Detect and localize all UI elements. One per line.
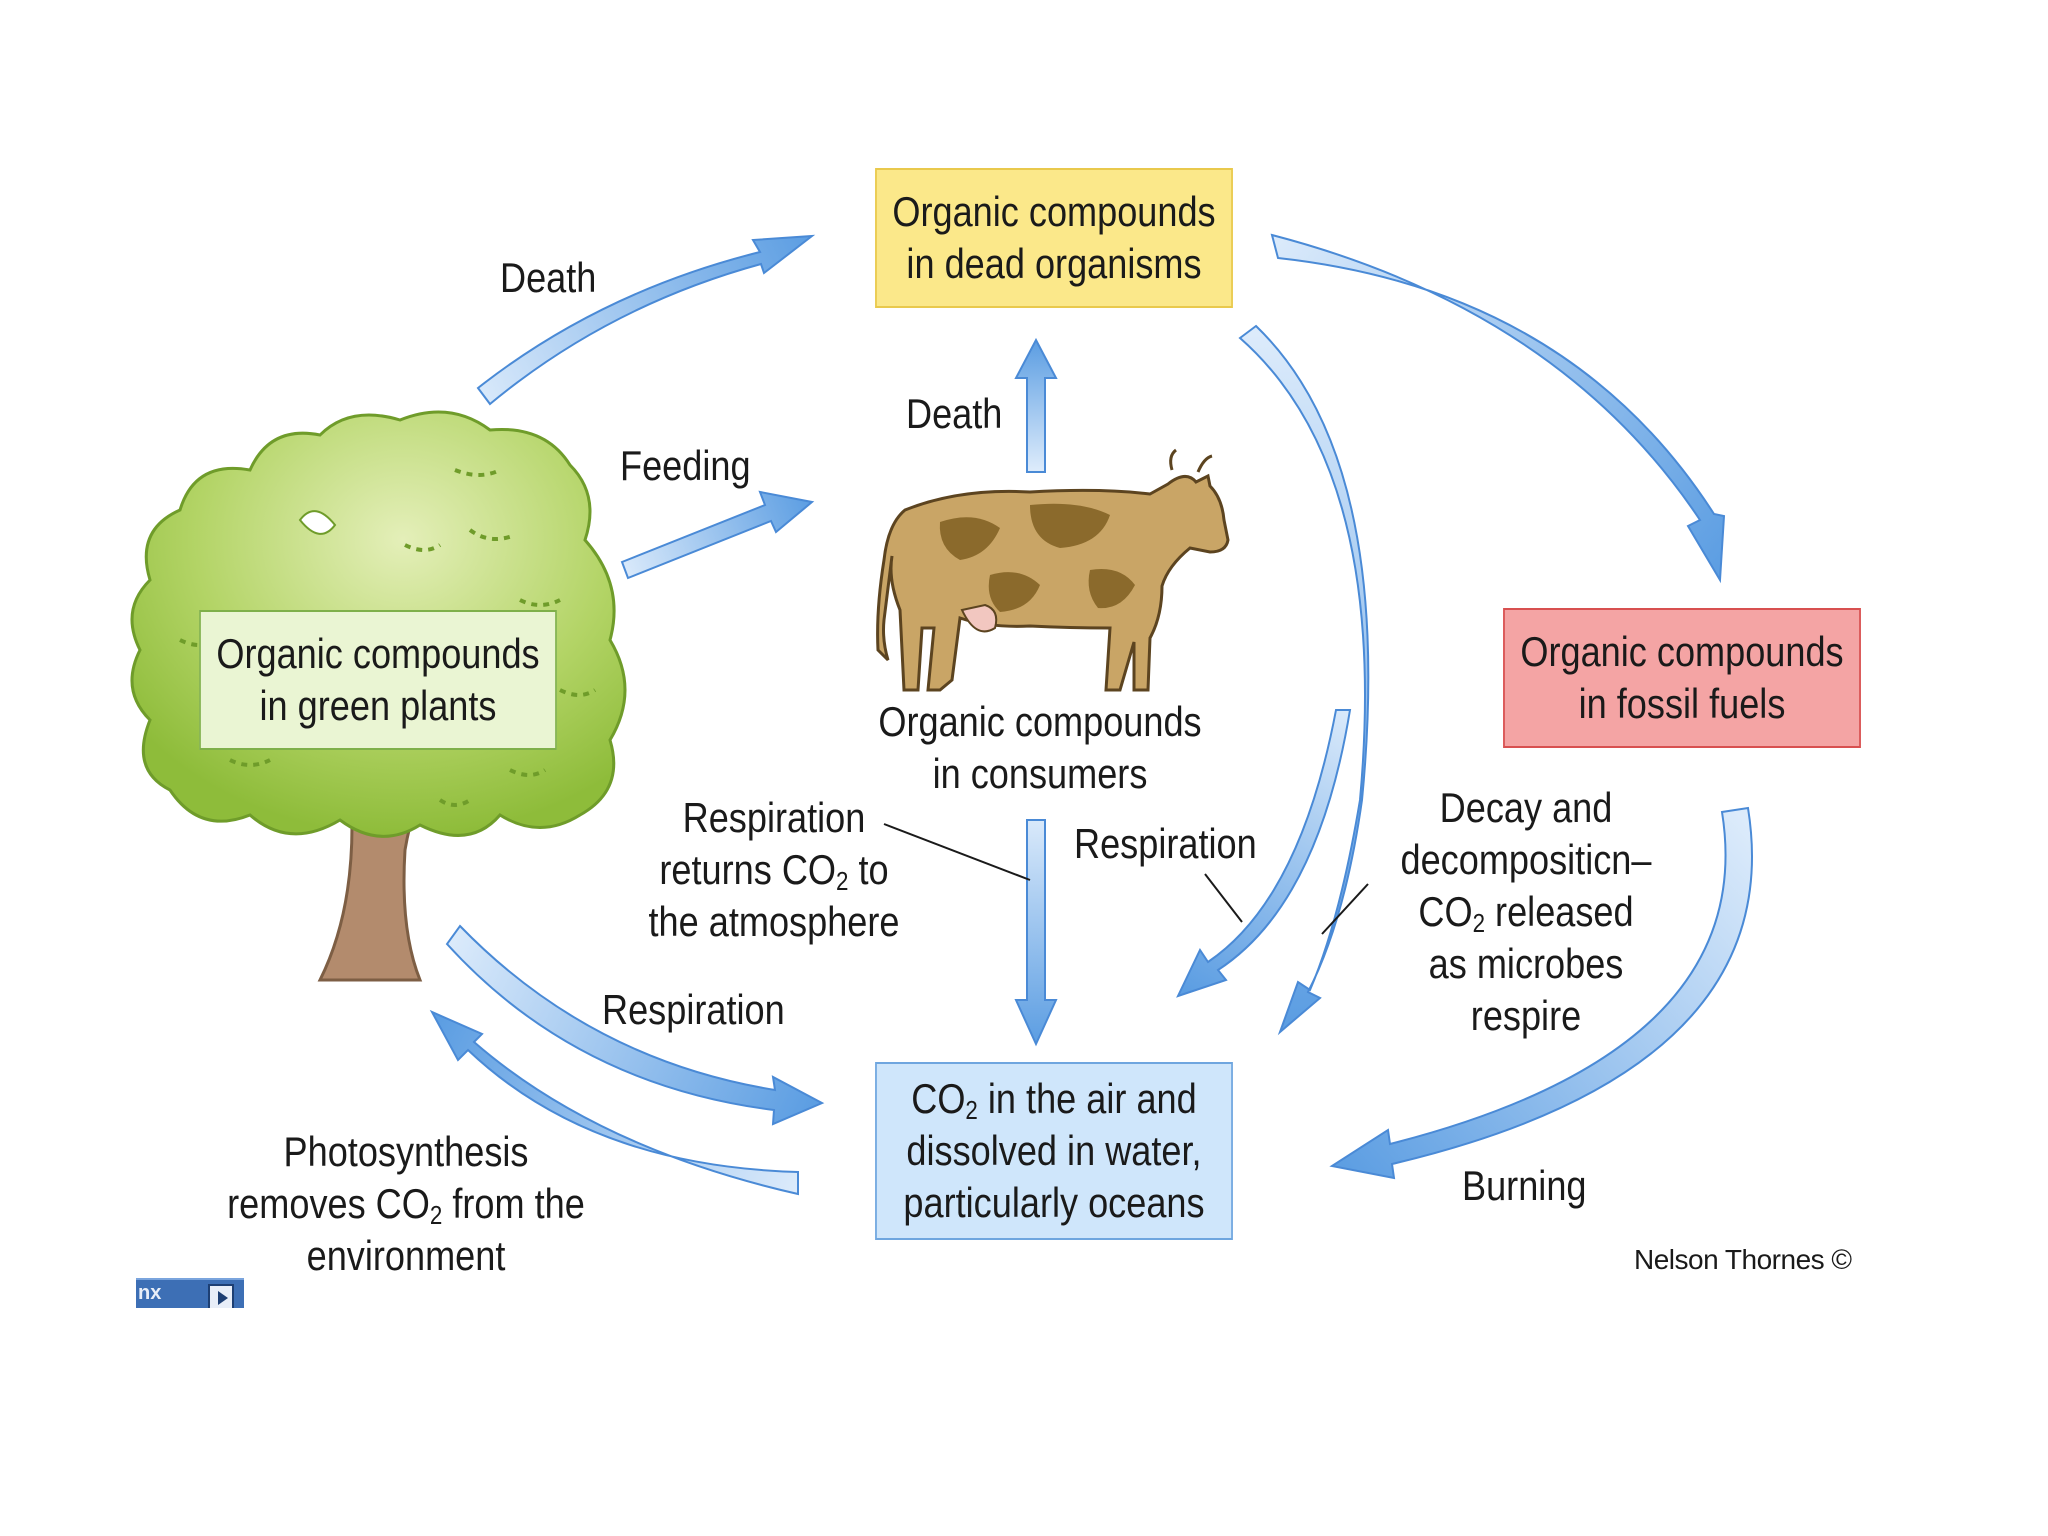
cow-illustration: [876, 448, 1230, 692]
node-co2-line2: dissolved in water,: [906, 1127, 1202, 1174]
label-death-consumers: Death: [906, 390, 1003, 437]
death-consumers-arrow: [1014, 337, 1058, 473]
label-decay: Decay and decompositicn– CO2 released as…: [1400, 784, 1652, 1039]
node-co2-line1: CO2 in the air and: [911, 1075, 1197, 1125]
node-co2-line3: particularly oceans: [903, 1179, 1205, 1226]
node-fossil-fuels-line1: Organic compounds: [1520, 628, 1844, 675]
play-icon[interactable]: [208, 1284, 234, 1308]
decay-arrow: [1238, 324, 1370, 1036]
node-dead-organisms: Organic compounds in dead organisms: [875, 168, 1233, 308]
node-fossil-fuels-line2: in fossil fuels: [1578, 680, 1786, 727]
label-death-plants: Death: [500, 254, 597, 301]
label-photosynthesis: Photosynthesis removes CO2 from the envi…: [227, 1128, 585, 1279]
respiration-plants-arrow: [445, 924, 825, 1126]
respiration-note-leader: [883, 823, 1031, 881]
label-respiration-consumers: Respiration: [1074, 820, 1257, 867]
node-consumers-line1: Organic compounds: [878, 698, 1202, 745]
label-burning: Burning: [1462, 1162, 1587, 1209]
burning-arrow: [1329, 806, 1753, 1180]
node-green-plants-line1: Organic compounds: [216, 630, 540, 677]
node-dead-organisms-line2: in dead organisms: [906, 240, 1202, 287]
respiration-consumers-arrow: [1176, 709, 1352, 998]
death-plants-arrow: [476, 234, 816, 406]
respiration-consumers-leader: [1204, 873, 1243, 923]
dead-to-fossil-arrow: [1270, 233, 1726, 584]
label-feeding: Feeding: [620, 442, 751, 489]
node-co2: CO2 in the air and dissolved in water, p…: [875, 1062, 1233, 1240]
media-player-thumbnail[interactable]: nx: [136, 1278, 244, 1308]
consumers-to-co2-arrow: [1014, 819, 1058, 1047]
label-respiration-plants: Respiration: [602, 986, 785, 1033]
node-consumers-line2: in consumers: [932, 750, 1148, 797]
node-green-plants: Organic compounds in green plants: [199, 610, 557, 750]
label-respiration-note: Respiration returns CO2 to the atmospher…: [648, 794, 900, 945]
node-fossil-fuels: Organic compounds in fossil fuels: [1503, 608, 1861, 748]
decay-leader: [1321, 883, 1369, 935]
node-consumers: Organic compounds in consumers: [868, 696, 1212, 800]
node-green-plants-line2: in green plants: [259, 682, 497, 729]
photosynthesis-arrow: [429, 1009, 799, 1196]
media-thumb-text: nx: [138, 1282, 162, 1304]
node-dead-organisms-line1: Organic compounds: [892, 188, 1216, 235]
feeding-arrow: [620, 490, 815, 580]
copyright-credit: Nelson Thornes ©: [1634, 1244, 1852, 1275]
